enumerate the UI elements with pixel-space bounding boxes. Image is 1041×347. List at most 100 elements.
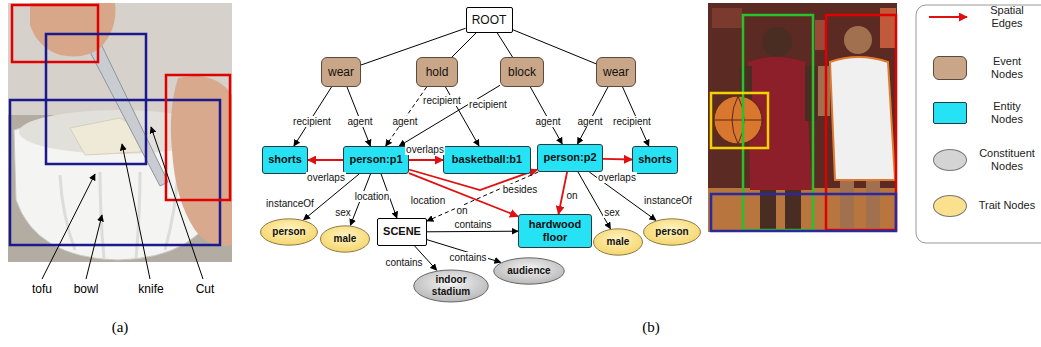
relation-edge [452, 33, 476, 57]
node-text: indoor stadium [425, 274, 477, 298]
trait-node: male [320, 225, 370, 253]
edge-label: recipient [422, 95, 462, 106]
event-node: wear [596, 57, 636, 87]
relation-edge [386, 87, 427, 146]
relation-edge [427, 231, 518, 233]
entity-node: shorts [632, 146, 678, 174]
node-text: male [334, 233, 357, 245]
constituent-node: indoor stadium [413, 269, 489, 303]
figure-label: (b) [642, 318, 660, 336]
trait-node-outline [321, 226, 370, 252]
constituent-node-outline [414, 270, 488, 302]
edge-label: sex [334, 207, 352, 218]
node-text: wear [603, 65, 629, 79]
trait-node: male [593, 228, 643, 256]
legend-text: Entity Nodes [976, 100, 1038, 126]
legend-text: Trait Nodes [976, 199, 1038, 212]
legend-frame [916, 5, 1041, 243]
node-text: person:p2 [543, 151, 596, 164]
green-bounding-box [743, 15, 813, 230]
legend-text: Constituent Nodes [976, 147, 1038, 173]
trait-node-outline [594, 229, 643, 255]
edge-label: overlaps [306, 172, 346, 183]
node-text: person:p1 [349, 153, 402, 166]
edge-label: contains [448, 252, 487, 263]
event-node: block [500, 57, 544, 87]
spatial-edge [308, 159, 343, 161]
node-text: person [272, 226, 305, 238]
edge-label: recipient [292, 116, 332, 127]
edge-label: agent [576, 116, 603, 127]
leader-line [42, 174, 95, 279]
node-text: block [508, 65, 536, 79]
player-arm [818, 66, 830, 116]
edge-label: agent [391, 116, 418, 127]
node-text: person [655, 226, 688, 238]
edge-label: overlaps [597, 172, 637, 183]
edge-label: contains [453, 219, 492, 230]
node-text: shorts [638, 153, 672, 166]
right-hand [171, 76, 232, 246]
photo-background [8, 3, 232, 262]
leader-line [86, 215, 102, 279]
leader-line [151, 127, 203, 279]
edge-label: location [410, 195, 446, 206]
event-node: wear [321, 57, 361, 87]
player-arm [805, 66, 817, 121]
edge-label: on [565, 190, 578, 201]
edge-label: contains [384, 257, 423, 268]
node-text: shorts [268, 153, 302, 166]
purple-bounding-box [711, 194, 896, 231]
red-bounding-box [826, 15, 896, 230]
edge-label: besides [502, 184, 538, 195]
player-head [762, 27, 792, 57]
leader-line [122, 144, 150, 279]
edge-label: sex [603, 207, 621, 218]
legend-text: Event Nodes [976, 55, 1038, 81]
figure-label: bowl [74, 282, 99, 296]
figure-label: tofu [32, 282, 52, 296]
figure-label: knife [138, 282, 163, 296]
node-text: hold [426, 65, 449, 79]
edge-label: instanceOf [265, 198, 315, 209]
entity-node: basketball:b1 [443, 146, 531, 174]
basketball [714, 96, 762, 144]
figure-label: Cut [196, 282, 215, 296]
edge-label: recipient [468, 99, 508, 110]
root-box: ROOT [466, 7, 513, 33]
edge-label: overlaps [405, 144, 445, 155]
relation-edge [497, 33, 512, 57]
player-head [844, 26, 872, 54]
spatial-edge [603, 158, 632, 160]
node-text: hardwood floor [524, 218, 586, 244]
legend-text: Spatial Edges [976, 4, 1038, 30]
player-jersey [830, 57, 895, 180]
trait-node: person [260, 218, 318, 246]
node-text: ROOT [472, 13, 507, 27]
blue-bounding-box [10, 100, 220, 245]
scene-box: SCENE [377, 218, 427, 246]
player-leg [866, 178, 880, 228]
edge-label: agent [534, 116, 561, 127]
yellow-bounding-box [711, 93, 768, 148]
legend-swatch [933, 195, 967, 217]
spatial-edge [409, 159, 443, 161]
relation-edge [427, 240, 501, 263]
event-node: hold [416, 57, 458, 87]
trait-node-outline [261, 219, 318, 245]
crowd-patch [712, 8, 742, 28]
edge-label: location [354, 191, 390, 202]
node-text: wear [328, 65, 354, 79]
entity-node: person:p2 [537, 144, 603, 172]
edge-label: recipient [612, 116, 652, 127]
legend-arrow-sample [929, 16, 967, 18]
photo-background [708, 3, 897, 232]
node-text: basketball:b1 [452, 153, 522, 166]
node-text: audience [507, 265, 550, 277]
trait-node-outline [644, 219, 701, 245]
spatial-edge [409, 173, 518, 216]
player-leg [840, 178, 854, 228]
legend-swatch [933, 102, 967, 124]
entity-node: hardwood floor [518, 214, 592, 248]
